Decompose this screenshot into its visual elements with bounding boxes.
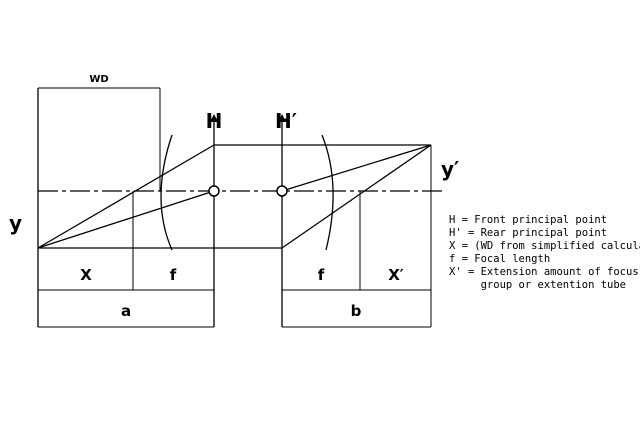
wd-label: WD	[89, 74, 108, 85]
front-lens-arc	[160, 134, 173, 251]
rear-principal-point	[276, 185, 288, 197]
legend-line: H = Front principal point	[449, 214, 607, 226]
rear-lens-arc	[321, 134, 334, 251]
legend-line: group or extention tube	[449, 279, 626, 291]
a-label: a	[121, 302, 131, 320]
ray-object-to-h-center	[37, 190, 215, 249]
ray-h-bottom-to-image	[281, 144, 432, 249]
h-prime-label: H′	[275, 109, 297, 133]
legend-line: H' = Rear principal point	[449, 227, 607, 239]
x-label: X	[80, 266, 92, 284]
h-label: H	[206, 109, 223, 133]
ray-h-center-to-image	[281, 144, 432, 192]
f-right-label: f	[318, 266, 325, 284]
legend-line: X = (WD from simplified calculation	[449, 240, 640, 252]
legend: H = Front principal point H' = Rear prin…	[449, 214, 640, 291]
x-prime-label: X′	[388, 266, 404, 284]
front-principal-point	[208, 185, 220, 197]
f-left-label: f	[170, 266, 177, 284]
b-label: b	[351, 302, 362, 320]
legend-line: f = Focal length	[449, 253, 550, 265]
legend-line: X' = Extension amount of focus	[449, 266, 639, 278]
ray-object-to-h-top	[37, 144, 215, 249]
y-label: y	[9, 211, 22, 235]
y-prime-label: y′	[441, 157, 459, 181]
